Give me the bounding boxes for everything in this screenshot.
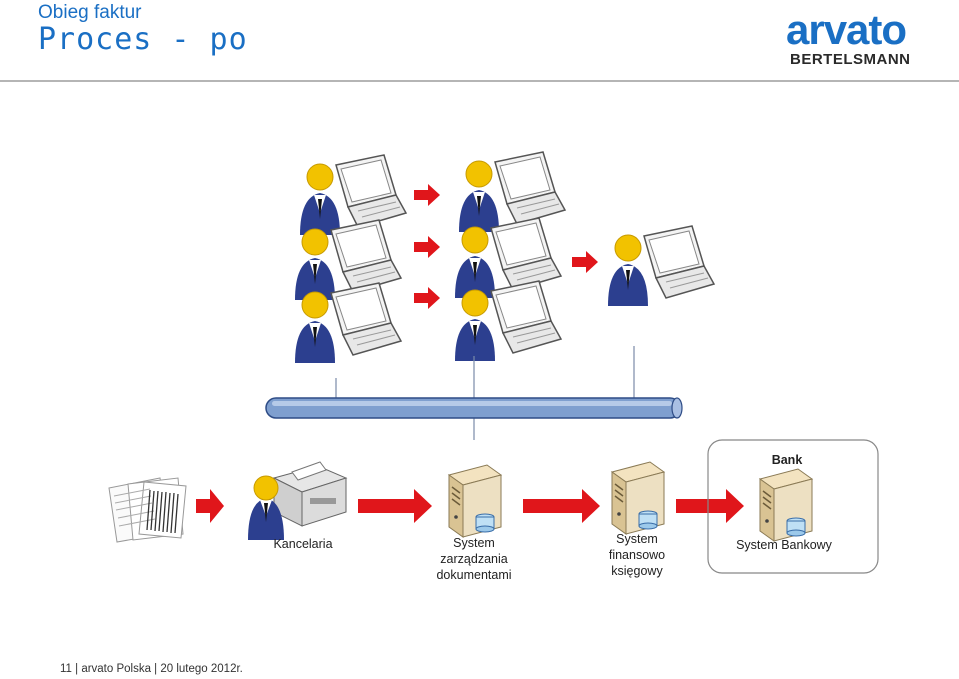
network-bus-icon (265, 397, 683, 419)
person-laptop-icon (454, 280, 562, 362)
bank-group-box (707, 439, 879, 574)
arvato-logo: arvato BERTELSMANN (786, 8, 926, 70)
node-label-system-dokumenty-2: zarządzania (440, 552, 507, 566)
person-laptop-icon (458, 151, 566, 233)
server-icon (448, 464, 502, 538)
header-divider (0, 80, 959, 82)
server-icon (759, 468, 813, 542)
red-arrow-icon (523, 489, 600, 523)
red-arrow-icon (196, 489, 224, 523)
red-arrow-icon (676, 489, 744, 523)
node-label-system-bankowy: System Bankowy (736, 538, 833, 552)
documents-icon (108, 477, 187, 543)
logo-sub-text: BERTELSMANN (790, 51, 911, 68)
red-arrow-icon (358, 489, 432, 523)
node-label-system-dokumenty-3: dokumentami (436, 568, 511, 582)
red-arrow-icon (414, 184, 440, 206)
printer-person-icon (248, 461, 348, 540)
node-label-kancelaria: Kancelaria (273, 537, 332, 551)
bank-group-label: Bank (772, 453, 803, 467)
red-arrow-icon (414, 287, 440, 309)
person-laptop-icon (294, 282, 402, 364)
person-laptop-icon (299, 154, 407, 236)
node-label-system-finansowo-3: księgowy (611, 564, 663, 578)
server-icon (611, 461, 665, 535)
logo-main-text: arvato (786, 6, 907, 53)
person-laptop-icon (294, 219, 402, 301)
slide-title: Proces - po (38, 22, 248, 57)
node-label-system-finansowo-1: System (616, 532, 658, 546)
person-laptop-icon (454, 217, 562, 299)
red-arrow-icon (414, 236, 440, 258)
red-arrow-icon (572, 251, 598, 273)
person-laptop-icon (607, 225, 715, 307)
node-label-system-finansowo-2: finansowo (609, 548, 665, 562)
slide-subtitle: Obieg faktur (38, 2, 142, 23)
slide-footer: 11 | arvato Polska | 20 lutego 2012r. (60, 663, 243, 675)
node-label-system-dokumenty-1: System (453, 536, 495, 550)
